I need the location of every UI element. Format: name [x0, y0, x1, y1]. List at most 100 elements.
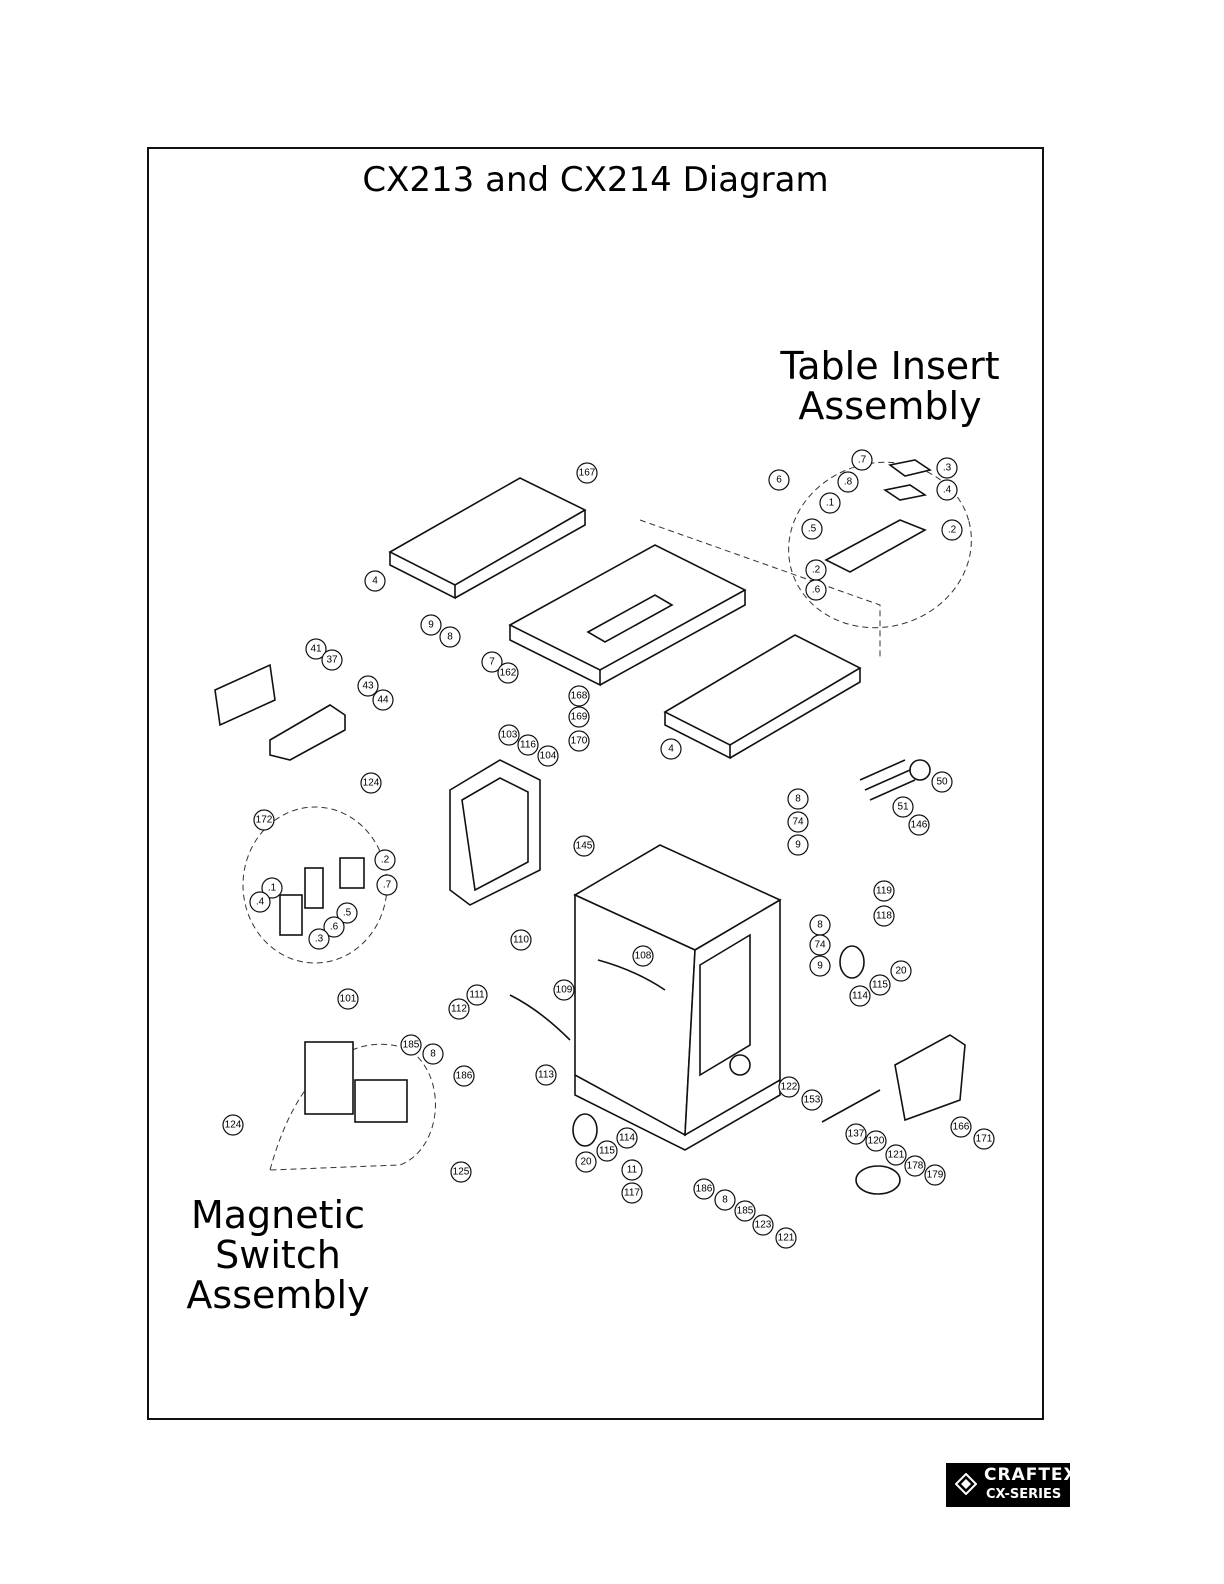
- part-callout: 114: [849, 985, 871, 1007]
- callout-number: 168: [571, 691, 588, 702]
- callout-number: .5: [808, 524, 817, 535]
- mag-switch-outline: [269, 1043, 436, 1171]
- callout-circle: [420, 614, 442, 636]
- callout-circle: [568, 685, 590, 707]
- callout-circle: [801, 1089, 823, 1111]
- mag-switch-contactor: [354, 1079, 408, 1123]
- callout-circle: [924, 1164, 946, 1186]
- callout-circle: [374, 849, 396, 871]
- callout-circle: [616, 1127, 638, 1149]
- callout-number: 121: [778, 1233, 795, 1244]
- part-callout: 113: [535, 1064, 557, 1086]
- callout-circle: [360, 772, 382, 794]
- callout-circle: [936, 457, 958, 479]
- callout-circle: [809, 955, 831, 977]
- callout-circle: [422, 1043, 444, 1065]
- callout-circle: [904, 1155, 926, 1177]
- switch-cover: [339, 857, 365, 889]
- callout-number: 120: [868, 1136, 885, 1147]
- craftex-logo: CRAFTEX CX-SERIES: [946, 1463, 1077, 1507]
- part-callout: .3: [308, 928, 330, 950]
- callout-number: 43: [362, 681, 374, 692]
- part-callout: 8: [422, 1043, 444, 1065]
- callout-number: 146: [911, 820, 928, 831]
- part-callout: .7: [376, 874, 398, 896]
- callout-number: 41: [310, 644, 322, 655]
- part-callout: 8: [714, 1189, 736, 1211]
- callout-circle: [936, 479, 958, 501]
- callout-circle: [752, 1214, 774, 1236]
- callout-number: 122: [781, 1082, 798, 1093]
- part-callout: 145: [573, 835, 595, 857]
- callout-circle: [573, 835, 595, 857]
- callout-circle: [400, 1034, 422, 1056]
- callout-number: .4: [943, 485, 952, 496]
- callout-circle: [498, 724, 520, 746]
- callout-number: 111: [469, 990, 485, 1001]
- callout-circle: [890, 960, 912, 982]
- callout-circle: [693, 1178, 715, 1200]
- right-wing-rail: [729, 668, 861, 759]
- table-insert-shim: [882, 484, 928, 501]
- logo-brand: CRAFTEX: [984, 1465, 1078, 1485]
- table-insert-detail-ellipse: [788, 461, 972, 629]
- callout-group: 1676.7.3.8.4.1.5.2.2.6498716216816917044…: [222, 449, 995, 1249]
- part-callout: 172: [253, 809, 275, 831]
- callout-number: 50: [936, 777, 948, 788]
- callout-number: 153: [804, 1095, 821, 1106]
- callout-number: 186: [696, 1184, 713, 1195]
- label-line: Switch: [215, 1233, 341, 1277]
- callout-number: 162: [500, 668, 517, 679]
- callout-number: 172: [256, 815, 273, 826]
- callout-number: .5: [343, 908, 352, 919]
- page-title: CX213 and CX214 Diagram: [362, 160, 829, 200]
- callout-circle: [660, 738, 682, 760]
- callout-circle: [249, 891, 271, 913]
- callout-circle: [575, 1151, 597, 1173]
- callout-number: 124: [363, 778, 380, 789]
- callout-number: 119: [876, 886, 892, 897]
- callout-circle: [568, 730, 590, 752]
- label-line: Magnetic: [190, 1193, 365, 1237]
- main-table-front-edge: [509, 625, 601, 687]
- part-callout: .5: [336, 902, 358, 924]
- part-callout: 115: [869, 974, 891, 996]
- callout-circle: [805, 579, 827, 601]
- part-callout: 168: [568, 685, 590, 707]
- callout-circle: [596, 1140, 618, 1162]
- dust-chute-inner: [461, 777, 529, 892]
- callout-circle: [632, 945, 654, 967]
- callout-number: 101: [340, 994, 357, 1005]
- callout-number: 169: [571, 712, 588, 723]
- callout-number: 124: [225, 1120, 242, 1131]
- part-callout: 7: [481, 651, 503, 673]
- part-callout: 41: [305, 638, 327, 660]
- callout-number: 20: [580, 1157, 592, 1168]
- callout-number: 110: [513, 935, 529, 946]
- callout-number: 113: [538, 1070, 554, 1081]
- callout-number: 112: [451, 1004, 467, 1015]
- callout-number: 44: [377, 695, 389, 706]
- part-callout: 121: [775, 1227, 797, 1249]
- callout-circle: [851, 449, 873, 471]
- guard-bracket: [214, 663, 276, 727]
- callout-circle: [497, 662, 519, 684]
- callout-number: 115: [599, 1146, 615, 1157]
- callout-number: 8: [795, 794, 801, 805]
- callout-number: 109: [556, 985, 573, 996]
- callout-circle: [537, 745, 559, 767]
- right-wing-edge: [664, 712, 731, 760]
- callout-number: .6: [330, 922, 339, 933]
- caster-wheel: [839, 945, 865, 979]
- part-callout: 74: [809, 934, 831, 956]
- part-callout: .4: [249, 891, 271, 913]
- callout-number: .7: [383, 880, 392, 891]
- callout-number: 11: [627, 1165, 638, 1176]
- callout-number: 104: [540, 751, 557, 762]
- callout-circle: [849, 985, 871, 1007]
- callout-number: .2: [381, 855, 390, 866]
- callout-circle: [364, 570, 386, 592]
- part-callout: .7: [851, 449, 873, 471]
- callout-circle: [845, 1123, 867, 1145]
- callout-circle: [323, 916, 345, 938]
